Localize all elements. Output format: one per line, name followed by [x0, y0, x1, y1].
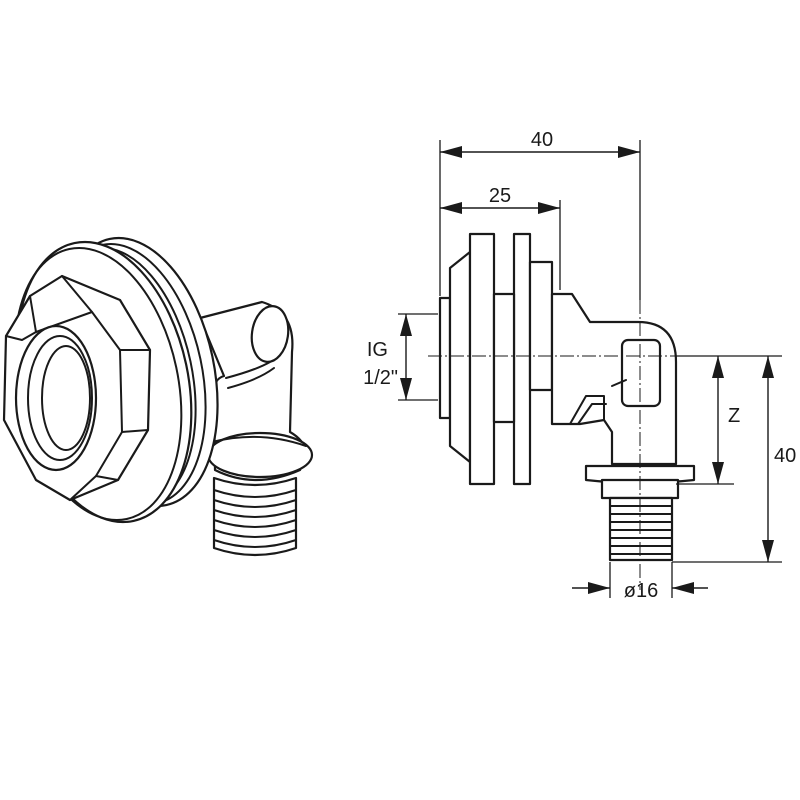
label-thread-size: 1/2" — [363, 367, 398, 389]
label-outlet-diameter: ø16 — [624, 580, 658, 602]
label-thread-type: IG — [367, 339, 388, 361]
side-flange-plate-2 — [512, 232, 532, 486]
dimension-lines — [398, 140, 782, 598]
side-outlet-window — [620, 338, 662, 408]
iso-bore — [14, 324, 98, 472]
side-hex-nut — [448, 250, 472, 464]
iso-threaded-outlet — [212, 476, 298, 557]
side-back-nut — [528, 260, 554, 392]
label-flange-width: 25 — [489, 185, 511, 207]
dimension-labels: 40 25 IG 1/2" Z 40 ø16 — [363, 129, 796, 602]
side-flange-plate-1 — [468, 232, 496, 486]
side-thread-ring — [438, 296, 452, 420]
side-view — [428, 232, 780, 590]
iso-elbow — [198, 300, 314, 482]
label-overall-width: 40 — [531, 129, 553, 151]
side-spacer — [492, 292, 516, 424]
side-elbow-web — [569, 395, 605, 425]
label-overall-height: 40 — [774, 445, 796, 467]
label-offset-z: Z — [728, 405, 740, 427]
side-elbow-body — [550, 292, 678, 466]
isometric-view — [2, 236, 314, 557]
side-threaded-outlet — [608, 496, 674, 562]
